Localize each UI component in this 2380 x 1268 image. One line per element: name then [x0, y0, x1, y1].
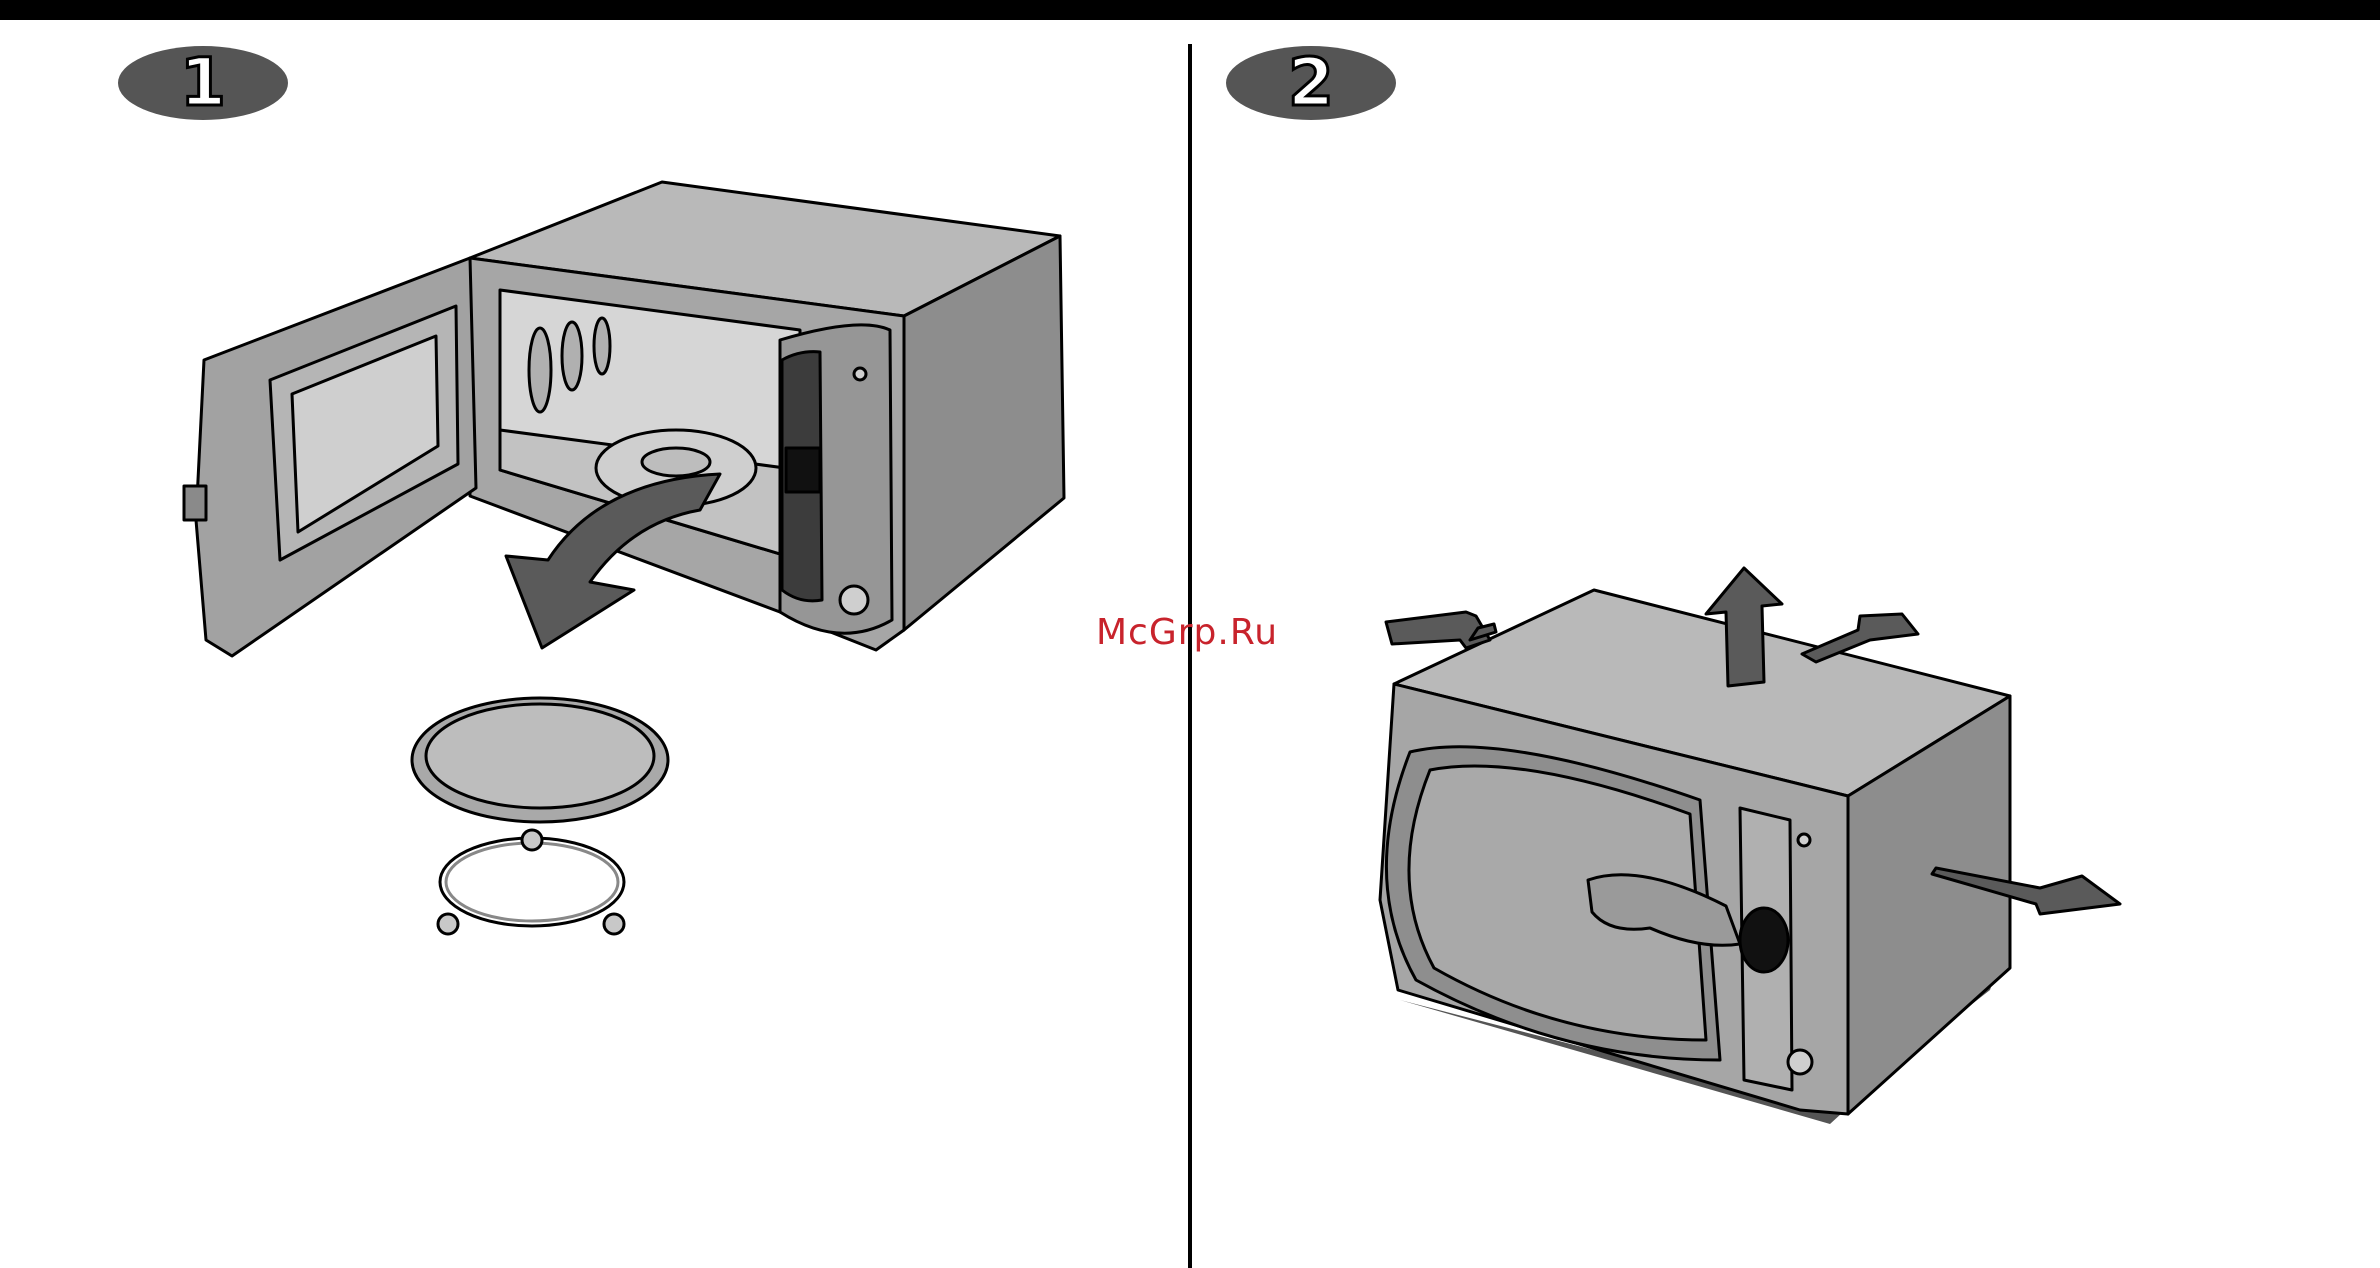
watermark: McGrp.Ru	[1096, 612, 1278, 653]
closed-microwave-icon	[1380, 590, 2010, 1124]
